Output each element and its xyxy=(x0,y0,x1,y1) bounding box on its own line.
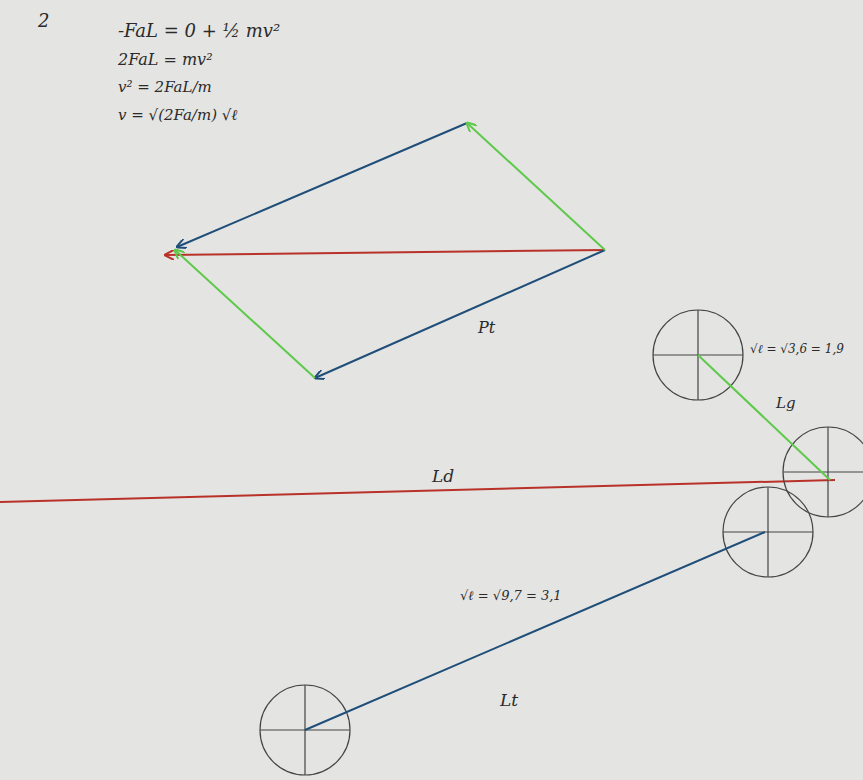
equation: v = √(2Fa/m) √ℓ xyxy=(118,106,238,124)
length-label: Ld xyxy=(432,466,454,486)
equation: 2FaL = mv² xyxy=(118,50,213,69)
calculation: √ℓ = √3,6 = 1,9 xyxy=(750,342,844,356)
equation: -FaL = 0 + ½ mv² xyxy=(118,20,280,42)
vector-label: Pt xyxy=(478,318,495,337)
length-label: Lg xyxy=(776,394,796,412)
label-number: 2 xyxy=(38,10,49,32)
calculation: √ℓ = √9,7 = 3,1 xyxy=(460,588,562,604)
equation: v² = 2FaL/m xyxy=(118,78,212,96)
length-label: Lt xyxy=(500,690,518,710)
